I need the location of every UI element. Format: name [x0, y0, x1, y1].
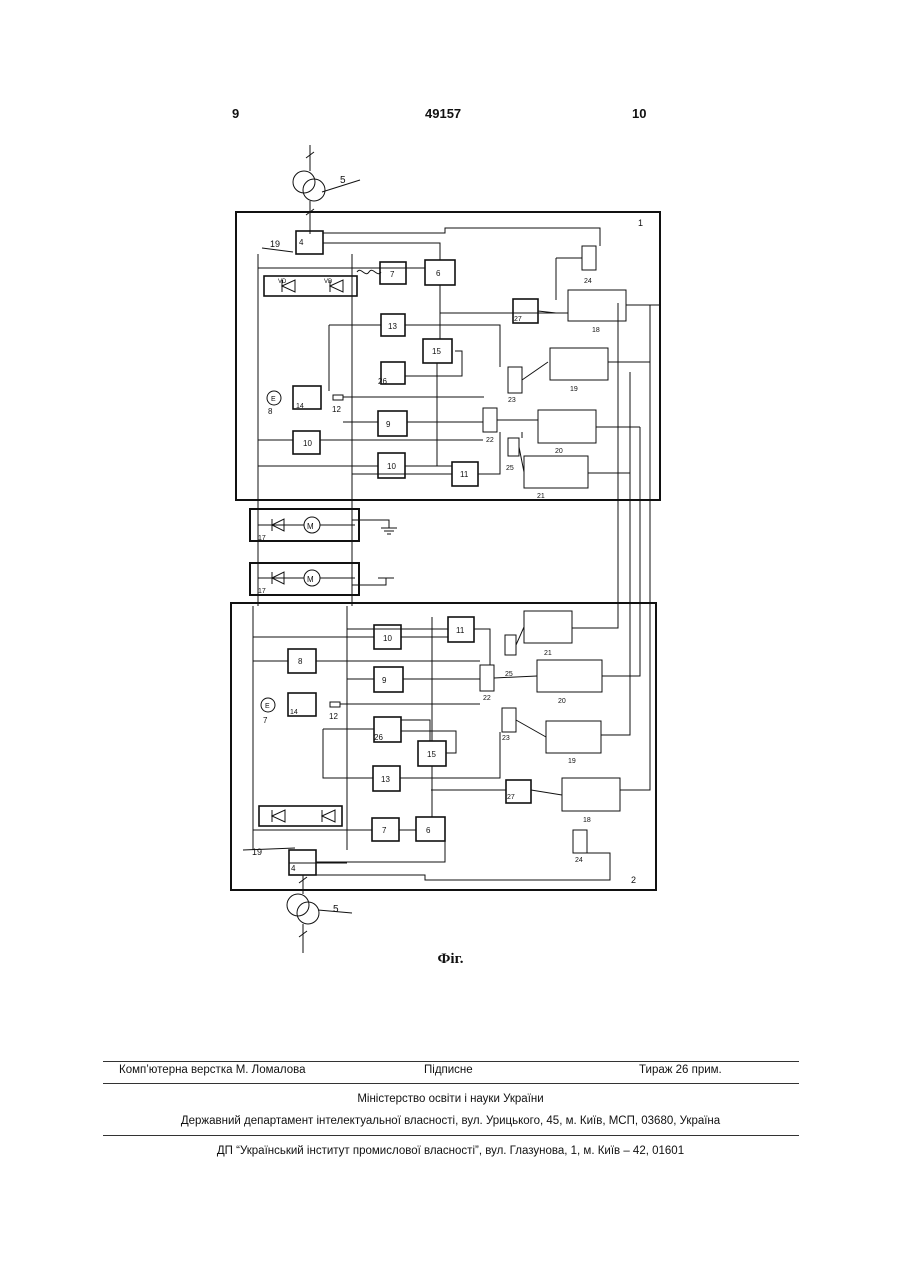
svg-text:8: 8: [298, 657, 303, 666]
svg-text:10: 10: [303, 439, 312, 448]
typesetting-credit: Комп’ютерна верстка М. Ломалова: [119, 1064, 306, 1076]
unit-2-label: 2: [631, 875, 636, 885]
svg-text:E: E: [271, 396, 276, 403]
svg-text:VD: VD: [278, 279, 287, 285]
svg-text:23: 23: [502, 735, 510, 742]
gate-25-upper: [582, 246, 596, 270]
transformer-coil-a: [293, 171, 315, 193]
footer-rule-bottom: [103, 1135, 799, 1136]
svg-text:22: 22: [483, 695, 491, 702]
svg-text:M: M: [307, 575, 314, 584]
optocoupler-22-lower: [524, 611, 572, 643]
svg-text:22: 22: [486, 437, 494, 444]
institute-address: ДП “Український інститут промислової вла…: [0, 1145, 901, 1157]
transformer-coil-c: [287, 894, 309, 916]
svg-text:15: 15: [427, 750, 436, 759]
optocoupler-21-upper: [538, 410, 596, 443]
svg-text:18: 18: [592, 327, 600, 334]
figure-caption: Фіг.: [0, 951, 901, 968]
svg-text:19: 19: [570, 386, 578, 393]
optocoupler-19-upper: [568, 290, 626, 321]
svg-text:25: 25: [506, 465, 514, 472]
svg-text:6: 6: [426, 826, 431, 835]
transformer-coil-d: [297, 902, 319, 924]
svg-text:17: 17: [258, 588, 266, 595]
svg-text:10: 10: [383, 634, 392, 643]
gate-24-lower: [502, 708, 516, 732]
svg-text:10: 10: [387, 462, 396, 471]
optocoupler-20-lower: [546, 721, 601, 753]
svg-text:24: 24: [575, 857, 583, 864]
svg-text:26: 26: [378, 377, 387, 386]
footer-rule-top: [103, 1061, 799, 1062]
unit-1-label: 1: [638, 218, 643, 228]
svg-text:27: 27: [514, 316, 522, 323]
motor-stage-bottom: M 17: [250, 563, 394, 595]
svg-text:19: 19: [568, 758, 576, 765]
block-10-lower: [374, 667, 403, 692]
gate-25-lower: [573, 830, 587, 853]
source-label-upper: 5: [340, 175, 346, 186]
svg-text:14: 14: [290, 709, 298, 716]
svg-text:4: 4: [291, 864, 296, 873]
svg-text:7: 7: [390, 270, 395, 279]
gate-24-upper: [508, 367, 522, 393]
optocoupler-19-lower: [562, 778, 620, 811]
optocoupler-22-upper: [524, 456, 588, 488]
circuit-block-diagram: 1 5 4 19 VD VD 7 6 13 15 26 E 8: [0, 0, 901, 1000]
svg-text:23: 23: [508, 397, 516, 404]
svg-text:24: 24: [584, 278, 592, 285]
svg-text:11: 11: [456, 626, 465, 635]
circulation-note: Тираж 26 прим.: [639, 1064, 722, 1076]
unit-2-frame: [231, 603, 656, 890]
gate-23-upper: [483, 408, 497, 432]
gate-26-upper: [508, 438, 519, 456]
block-4-label: 4: [299, 238, 304, 247]
svg-text:13: 13: [381, 775, 390, 784]
svg-text:9: 9: [382, 676, 387, 685]
upper-unit: 1 5 4 19 VD VD 7 6 13 15 26 E 8: [236, 145, 660, 500]
svg-text:12: 12: [329, 712, 338, 721]
department-address: Державний департамент інтелектуальної вл…: [0, 1115, 901, 1127]
svg-text:26: 26: [374, 733, 383, 742]
block-18-label: 19: [270, 239, 280, 249]
source-label-lower: 5: [333, 904, 339, 915]
motor-stage-top: M 17: [250, 509, 397, 542]
resistor-13-lower: [330, 702, 340, 707]
svg-text:7: 7: [263, 716, 268, 725]
svg-text:18: 18: [583, 817, 591, 824]
footer-rule-middle: [103, 1083, 799, 1084]
svg-text:14: 14: [296, 403, 304, 410]
svg-text:12: 12: [332, 405, 341, 414]
ministry-name: Міністерство освіти і науки України: [0, 1093, 901, 1105]
svg-text:E: E: [265, 703, 270, 710]
svg-text:17: 17: [258, 535, 266, 542]
transformer-coil-b: [303, 179, 325, 201]
optocoupler-20-upper: [550, 348, 608, 380]
svg-text:8: 8: [268, 407, 273, 416]
svg-text:21: 21: [544, 650, 552, 657]
svg-text:13: 13: [388, 322, 397, 331]
svg-text:6: 6: [436, 269, 441, 278]
optocoupler-21-lower: [537, 660, 602, 692]
svg-text:20: 20: [558, 698, 566, 705]
lower-unit: 2 10 11 8 9 E 7 14 12 26 15 13 7 6: [231, 603, 656, 953]
svg-text:7: 7: [382, 826, 387, 835]
svg-text:20: 20: [555, 448, 563, 455]
svg-text:21: 21: [537, 493, 545, 500]
gate-23-lower: [480, 665, 494, 691]
block-6-lower: [416, 817, 445, 841]
svg-text:VD: VD: [324, 279, 333, 285]
gate-26-lower: [505, 635, 516, 655]
block-10-upper: [378, 411, 407, 436]
svg-text:9: 9: [386, 420, 391, 429]
svg-text:19: 19: [252, 847, 262, 857]
svg-text:M: M: [307, 522, 314, 531]
resistor-13-upper: [333, 395, 343, 400]
svg-text:11: 11: [460, 470, 469, 479]
svg-text:27: 27: [507, 794, 515, 801]
signed-note: Підписне: [424, 1064, 473, 1076]
svg-text:15: 15: [432, 347, 441, 356]
